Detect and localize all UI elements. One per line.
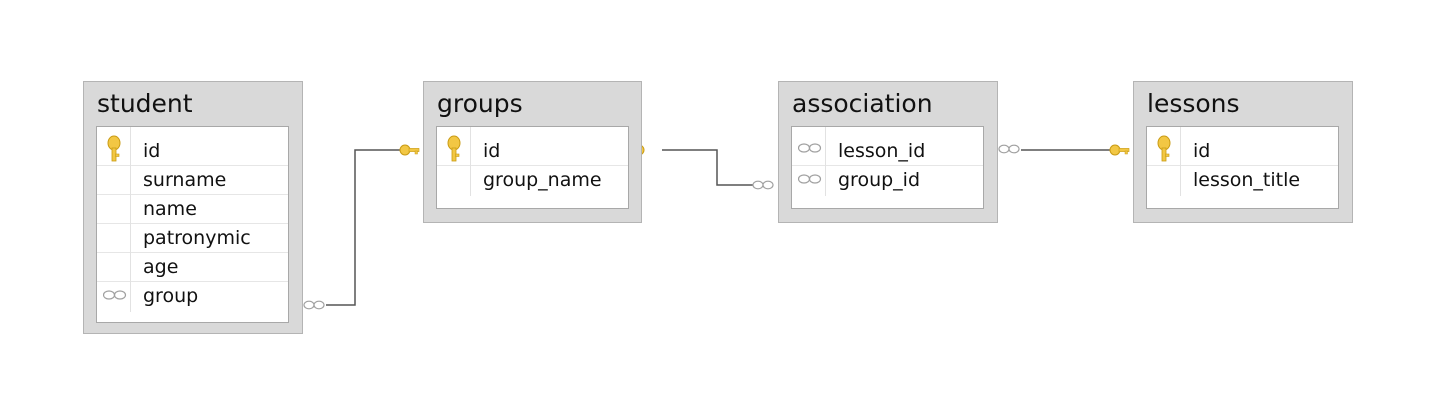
key-column (1147, 166, 1181, 196)
relationship-student-groups (303, 144, 420, 310)
field-name-group: group (143, 285, 199, 307)
table-title: groups (437, 89, 523, 118)
field-row[interactable]: lesson_id (792, 127, 983, 166)
field-list: lesson_id group_id (791, 126, 984, 209)
field-name-lesson-id: lesson_id (838, 140, 926, 162)
foreign-key-icon (103, 290, 127, 300)
field-name-group-name: group_name (483, 169, 602, 191)
one-end-key-icon (1109, 144, 1130, 156)
field-name-lesson-title: lesson_title (1193, 169, 1301, 191)
field-list: id surname name patronymic age (96, 126, 289, 323)
field-name-id: id (1193, 140, 1211, 162)
table-title: student (97, 89, 193, 118)
primary-key-icon (107, 135, 121, 162)
relationship-association-groups (624, 144, 774, 190)
field-row[interactable]: group_id (792, 166, 983, 196)
field-row[interactable]: age (97, 253, 288, 282)
table-association[interactable]: association lesson_id grou (778, 81, 998, 223)
field-name-age: age (143, 256, 179, 278)
many-end-icon (752, 180, 774, 190)
key-column (97, 224, 131, 253)
table-student[interactable]: student id surname name (83, 81, 303, 334)
field-row[interactable]: id (437, 127, 628, 166)
field-row[interactable]: id (97, 127, 288, 166)
key-column (437, 127, 471, 166)
field-row[interactable]: lesson_title (1147, 166, 1338, 196)
key-column (1147, 127, 1181, 166)
field-name-surname: surname (143, 169, 227, 191)
key-column (792, 166, 826, 196)
key-column (97, 282, 131, 312)
one-end-key-icon (399, 144, 420, 156)
many-end-icon (998, 144, 1020, 154)
field-row[interactable]: patronymic (97, 224, 288, 253)
field-row[interactable]: name (97, 195, 288, 224)
field-row[interactable]: surname (97, 166, 288, 195)
field-name-name: name (143, 198, 197, 220)
key-column (97, 166, 131, 195)
key-column (97, 195, 131, 224)
primary-key-icon (447, 135, 461, 162)
field-list: id lesson_title (1146, 126, 1339, 209)
key-column (437, 166, 471, 196)
field-name-patronymic: patronymic (143, 227, 251, 249)
table-title: association (792, 89, 933, 118)
relationship-association-lessons (998, 144, 1130, 156)
field-row[interactable]: group_name (437, 166, 628, 196)
field-row[interactable]: group (97, 282, 288, 312)
key-column (792, 127, 826, 166)
table-lessons[interactable]: lessons id lesson_title (1133, 81, 1353, 223)
table-title: lessons (1147, 89, 1240, 118)
field-name-id: id (483, 140, 501, 162)
key-column (97, 253, 131, 282)
field-list: id group_name (436, 126, 629, 209)
many-end-icon (303, 300, 325, 310)
key-column (97, 127, 131, 166)
foreign-key-icon (798, 174, 822, 184)
foreign-key-icon (798, 143, 822, 153)
field-name-id: id (143, 140, 161, 162)
primary-key-icon (1157, 135, 1171, 162)
field-row[interactable]: id (1147, 127, 1338, 166)
field-name-group-id: group_id (838, 169, 921, 191)
table-groups[interactable]: groups id group_name (423, 81, 642, 223)
